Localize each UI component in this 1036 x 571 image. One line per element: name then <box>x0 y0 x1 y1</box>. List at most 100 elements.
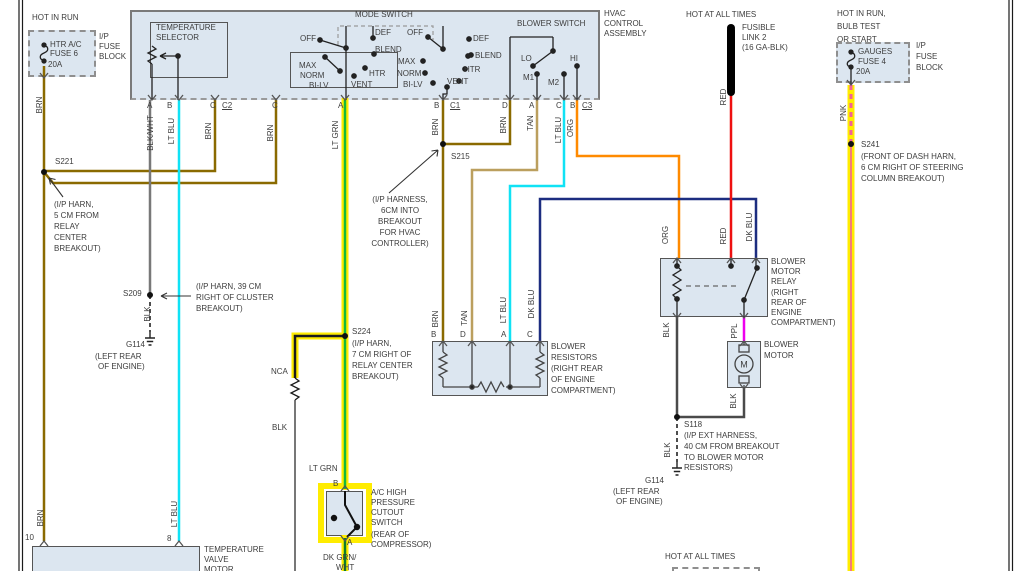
conn-c2: C2 <box>222 101 233 110</box>
pin-a-2: A <box>338 101 344 110</box>
temperature-selector-symbol <box>146 45 181 100</box>
wire-nca <box>289 334 345 571</box>
resistors-note-3: (RIGHT REAR <box>551 364 603 373</box>
temp-selector-title-2: SELECTOR <box>156 33 199 42</box>
ip-fuse-block-left-box <box>28 30 96 77</box>
wire-org <box>575 100 681 258</box>
s215-note-4: FOR HVAC <box>379 228 421 237</box>
wires-lt-blu <box>177 100 566 541</box>
s209-note-2: RIGHT OF CLUSTER <box>196 293 274 302</box>
wire-label-ltblu-left: LT BLU <box>166 117 176 145</box>
s118-note-3: TO BLOWER MOTOR <box>684 453 764 462</box>
pin-c-1: C <box>210 101 216 110</box>
gauges-fuse-2: FUSE 4 <box>858 57 887 66</box>
s241-id: S241 <box>861 140 880 149</box>
tvm-pin-10: 10 <box>25 533 34 542</box>
mode-switch-subbox <box>290 52 398 88</box>
wire-red-fusible-link <box>727 24 735 258</box>
s215-note-5: CONTROLLER) <box>371 239 429 248</box>
gauges-fuse-1: GAUGES <box>858 47 893 56</box>
wire-label-dkblu-res: DK BLU <box>526 289 536 319</box>
s224-note-1: (I/P HARN, <box>352 339 392 348</box>
wire-label-brn-d: BRN <box>498 116 508 134</box>
mode-left-norm: NORM <box>300 71 325 80</box>
wire-label-blk-relay: BLK <box>661 322 671 338</box>
blower-m2: M2 <box>548 78 560 87</box>
mode-right-blend: BLEND <box>475 51 502 60</box>
wire-label-brn-top: BRN <box>34 96 44 114</box>
mode-left-def: DEF <box>375 28 391 37</box>
pin-a-1: A <box>147 101 153 110</box>
resistors-note-5: COMPARTMENT) <box>551 386 616 395</box>
ac-switch-note-5: (REAR OF <box>371 530 410 539</box>
pin-d-1: D <box>502 101 508 110</box>
s209-id: S209 <box>123 289 142 298</box>
wire-label-brn-c2: BRN <box>203 122 213 140</box>
s224-note-2: 7 CM RIGHT OF <box>352 350 412 359</box>
pin-c-2: C <box>272 101 278 110</box>
s224-id: S224 <box>352 327 371 336</box>
temperature-selector-box <box>150 22 228 78</box>
res-pin-a: A <box>501 330 507 339</box>
bottom-right-dashed-box <box>672 567 760 571</box>
wire-label-red-relay: RED <box>718 227 728 245</box>
temp-selector-title-1: TEMPERATURE <box>156 23 216 32</box>
mode-switch-title: MODE SWITCH <box>355 10 413 19</box>
res-pin-d: D <box>460 330 466 339</box>
blower-switch-title: BLOWER SWITCH <box>517 19 586 28</box>
g114-left-id: G114 <box>126 340 145 349</box>
s209-note-1: (I/P HARN, 39 CM <box>196 282 262 291</box>
tvm-title-3: MOTOR <box>204 565 234 571</box>
wire-label-brn-res: BRN <box>430 310 440 328</box>
s221-note-2: 5 CM FROM <box>54 211 99 220</box>
mode-right-max: MAX <box>398 57 416 66</box>
g114-right-note-1: (LEFT REAR <box>613 487 660 496</box>
g114-left-note-2: OF ENGINE) <box>98 362 145 371</box>
s118-note-1: (I/P EXT HARNESS, <box>684 431 758 440</box>
s221-note-1: (I/P HARN, <box>54 200 94 209</box>
fuse6-name-2: FUSE 6 <box>50 49 79 58</box>
pin-c-3: C <box>556 101 562 110</box>
hvac-assembly-title-3: ASSEMBLY <box>604 29 647 38</box>
wire-label-dkgrnwht-1: DK GRN/ <box>323 553 357 562</box>
wire-label-tan: TAN <box>525 115 535 131</box>
ip-fuse-block-right-3: BLOCK <box>916 63 944 72</box>
mode-right-off: OFF <box>407 28 423 37</box>
ground-symbol-g114-right <box>672 462 682 476</box>
hvac-control-assembly-box <box>130 10 600 100</box>
hot-in-run-right-1: HOT IN RUN, <box>837 9 886 18</box>
wire-label-blkwht: BLK/WHT <box>145 115 155 151</box>
ac-switch-pin-a: A <box>347 538 353 547</box>
pin-b-1: B <box>167 101 173 110</box>
wire-label-ltgrn-low: LT GRN <box>309 464 338 473</box>
wire-label-org-relay: ORG <box>660 225 670 245</box>
relay-note-6: ENGINE <box>771 308 802 317</box>
hot-in-run-right-3: OR START <box>837 35 877 44</box>
resistors-note-1: BLOWER <box>551 342 586 351</box>
s215-note-3: BREAKOUT <box>377 217 423 226</box>
temperature-valve-motor-box <box>32 546 200 571</box>
blower-motor-relay-symbol <box>671 258 760 317</box>
blower-lo: LO <box>521 54 532 63</box>
wire-label-ltblu-bottom: LT BLU <box>169 500 179 528</box>
fuse-symbols <box>39 42 856 85</box>
wire-tan <box>470 100 539 341</box>
wire-label-ltblu-res: LT BLU <box>498 296 508 324</box>
wire-label-brn-c: BRN <box>265 124 275 142</box>
mode-left-htr: HTR <box>369 69 386 78</box>
wire-label-ltgrn: LT GRN <box>330 120 340 150</box>
conn-c1: C1 <box>450 101 461 110</box>
hot-at-all-times-bottom: HOT AT ALL TIMES <box>665 552 736 561</box>
ac-switch-note-3: CUTOUT <box>371 508 405 517</box>
page-borders <box>18 0 1014 571</box>
ip-fuse-block-left-2: FUSE <box>99 42 121 51</box>
s241-note-1: (FRONT OF DASH HARN, <box>861 152 956 161</box>
ip-fuse-block-right-1: I/P <box>916 41 926 50</box>
s215-note-2: 6CM INTO <box>380 206 420 215</box>
ac-switch-note-2: PRESSURE <box>371 498 416 507</box>
ground-symbol-g114-left <box>145 332 155 346</box>
pin-b-3: B <box>570 101 576 110</box>
hot-in-run-right-2: BULB TEST <box>837 22 881 31</box>
